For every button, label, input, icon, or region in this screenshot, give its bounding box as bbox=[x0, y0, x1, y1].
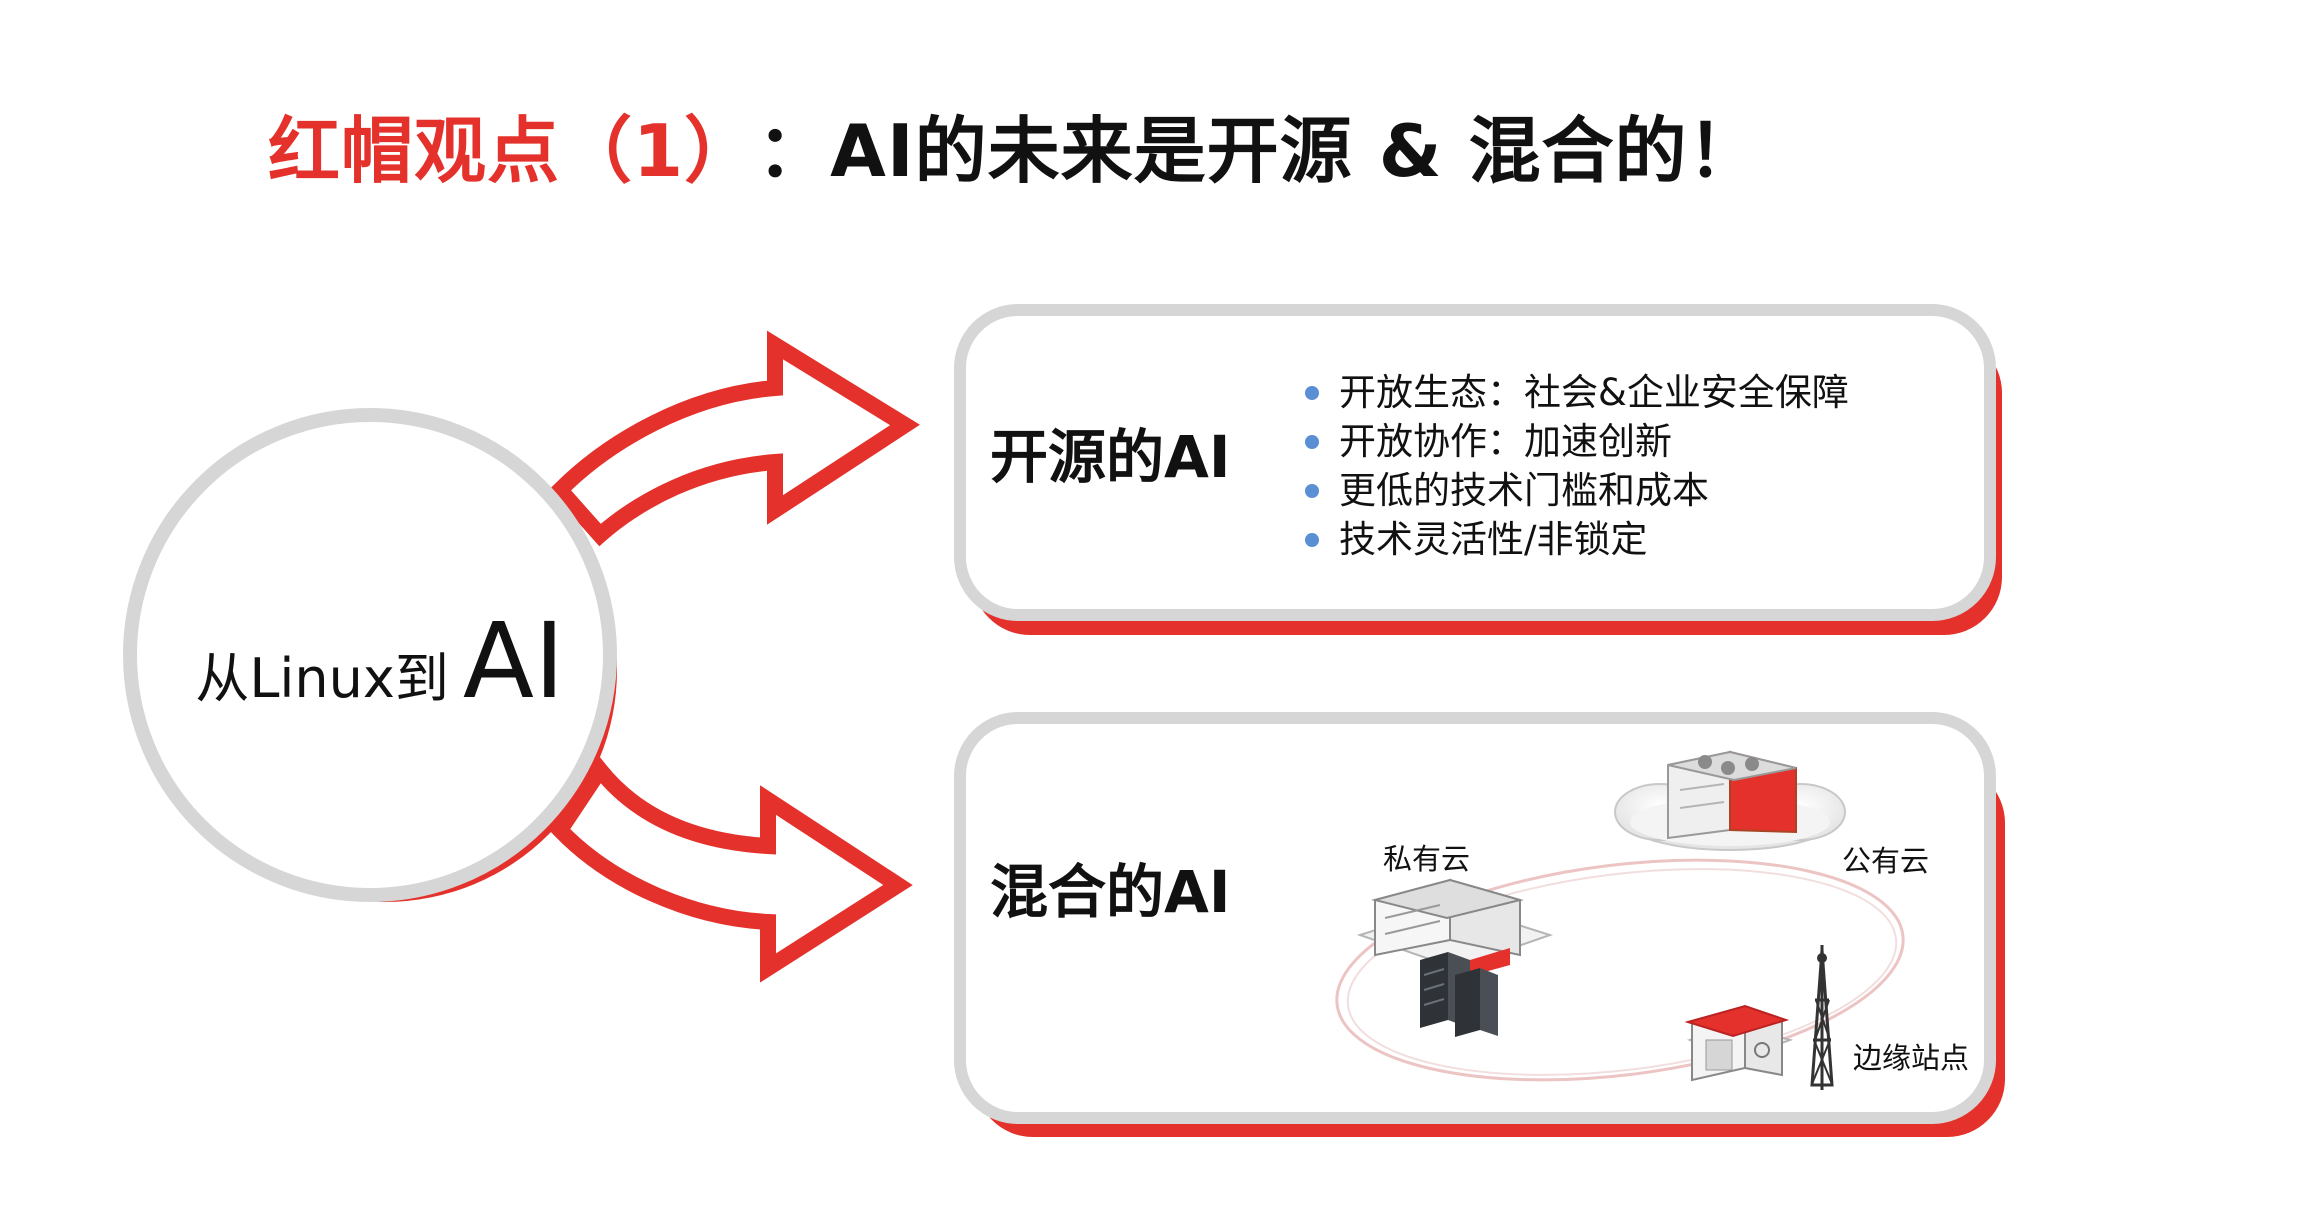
bullet-dot-icon bbox=[1305, 434, 1319, 449]
list-item: 更低的技术门槛和成本 bbox=[1305, 466, 1849, 515]
private-cloud-label: 私有云 bbox=[1383, 842, 1471, 876]
hub-circle bbox=[123, 408, 617, 902]
hybrid-cloud-illustration bbox=[1335, 750, 1905, 1090]
connection-ring bbox=[1335, 858, 1905, 1082]
hub-label-big: AI bbox=[462, 600, 565, 722]
list-item: 技术灵活性/非锁定 bbox=[1305, 515, 1849, 564]
slide-title: 红帽观点（1） ：AI的未来是开源 & 混合的！ bbox=[268, 84, 1761, 204]
bullet-text: 开放生态：社会&企业安全保障 bbox=[1339, 371, 1849, 414]
hybrid-ai-title: 混合的AI bbox=[990, 858, 1231, 926]
bullet-text: 技术灵活性/非锁定 bbox=[1339, 518, 1648, 561]
arrow-to-open-ai bbox=[549, 330, 920, 547]
bullet-dot-icon bbox=[1305, 483, 1319, 498]
title-main: ：AI的未来是开源 & 混合的！ bbox=[757, 108, 1761, 193]
edge-site-label: 边缘站点 bbox=[1853, 1041, 1970, 1075]
hub-label: 从Linux到 AI bbox=[150, 600, 610, 722]
hub-label-small: 从Linux到 bbox=[195, 647, 449, 710]
connection-ring-inner bbox=[1346, 868, 1898, 1076]
bullet-text: 更低的技术门槛和成本 bbox=[1339, 469, 1709, 512]
title-highlight: 红帽观点（1） bbox=[268, 108, 758, 193]
bullet-dot-icon bbox=[1305, 385, 1319, 400]
bullet-dot-icon bbox=[1305, 532, 1319, 547]
open-ai-card bbox=[954, 304, 1996, 621]
public-cloud-label: 公有云 bbox=[1842, 844, 1930, 878]
edge-site-icon bbox=[1684, 945, 1834, 1090]
bullet-text: 开放协作：加速创新 bbox=[1339, 420, 1672, 463]
public-cloud-icon bbox=[1614, 750, 1846, 851]
open-ai-title: 开源的AI bbox=[990, 423, 1231, 491]
arrow-to-hybrid-ai bbox=[549, 756, 913, 983]
list-item: 开放协作：加速创新 bbox=[1305, 417, 1849, 466]
private-cloud-icon bbox=[1356, 878, 1554, 1037]
list-item: 开放生态：社会&企业安全保障 bbox=[1305, 368, 1849, 417]
open-ai-bullet-list: 开放生态：社会&企业安全保障 开放协作：加速创新 更低的技术门槛和成本 技术灵活… bbox=[1305, 368, 1849, 564]
